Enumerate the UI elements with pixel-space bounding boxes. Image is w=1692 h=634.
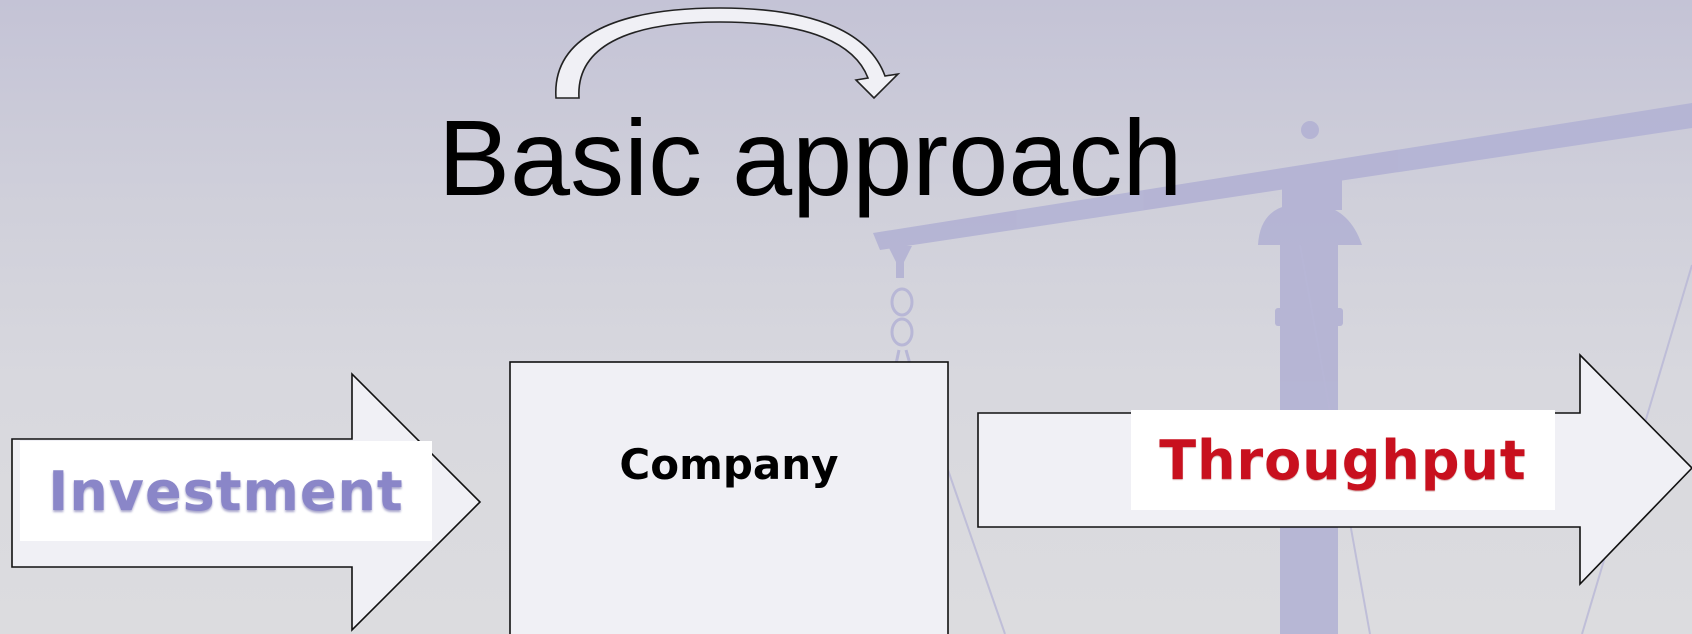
throughput-label: Throughput [1159,429,1526,492]
investment-label: Investment [48,460,403,523]
company-box [510,362,948,634]
throughput-label-box: Throughput [1131,410,1555,510]
investment-label-box: Investment [20,441,432,541]
company-label: Company [510,440,948,489]
curved-arrow-icon [556,8,898,98]
slide-title-text: Basic approach [438,98,1182,218]
